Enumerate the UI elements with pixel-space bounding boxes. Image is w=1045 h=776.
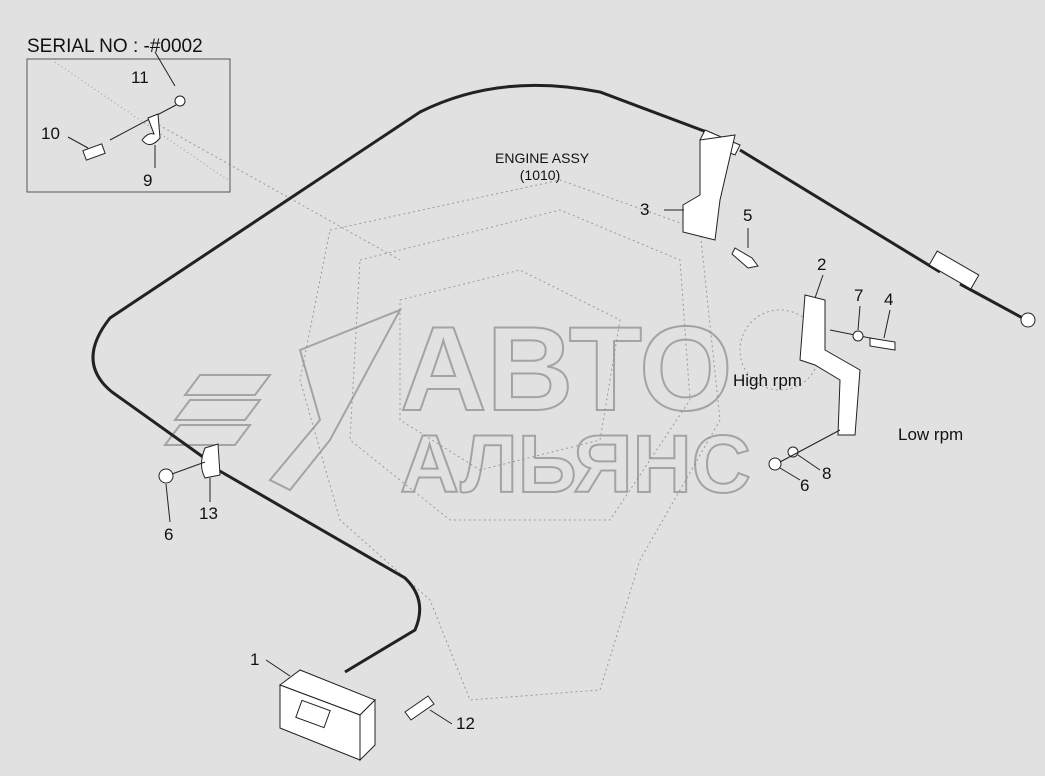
bracket-3: [682, 134, 736, 241]
bolt-12: [404, 695, 435, 721]
callout-2: 2: [817, 255, 827, 274]
callout-9: 9: [143, 171, 153, 190]
callout-10: 10: [41, 124, 60, 143]
callout-4: 4: [884, 290, 894, 309]
leader-lines: [165, 209, 891, 725]
engine-ref: (1010): [519, 167, 561, 183]
inset-parts: [54, 51, 229, 181]
callout-6-right: 6: [800, 476, 810, 495]
bracket-2: [799, 294, 861, 436]
bolt-5: [731, 247, 759, 269]
callout-1: 1: [250, 650, 260, 669]
clamp-13: [201, 443, 221, 479]
callout-12: 12: [456, 714, 475, 733]
bolt-4: [869, 337, 896, 351]
callout-8: 8: [822, 464, 832, 483]
callout-5: 5: [743, 206, 753, 225]
low-rpm-label: Low rpm: [898, 425, 964, 444]
serial-number-label: SERIAL NO : -#0002: [27, 36, 203, 57]
nut-6: [768, 457, 782, 471]
engine-assy-label: ENGINE ASSY (1010): [495, 150, 590, 184]
svg-text:АВТО: АВТО: [400, 302, 732, 436]
callout-11: 11: [131, 68, 149, 87]
nut-6-left: [158, 468, 174, 484]
washer-7: [852, 330, 864, 342]
control-module-1: [278, 669, 376, 762]
callout-7: 7: [854, 286, 864, 305]
high-rpm-label: High rpm: [733, 371, 802, 390]
callout-13: 13: [199, 504, 218, 523]
callout-3: 3: [640, 200, 650, 219]
svg-text:АЛЬЯНС: АЛЬЯНС: [400, 419, 751, 510]
callout-6-left: 6: [164, 525, 174, 544]
watermark-logo: АВТО АЛЬЯНС: [163, 301, 752, 511]
throttle-cable: [91, 83, 1031, 674]
inset-box: [26, 58, 231, 193]
engine-title: ENGINE ASSY: [495, 150, 590, 166]
